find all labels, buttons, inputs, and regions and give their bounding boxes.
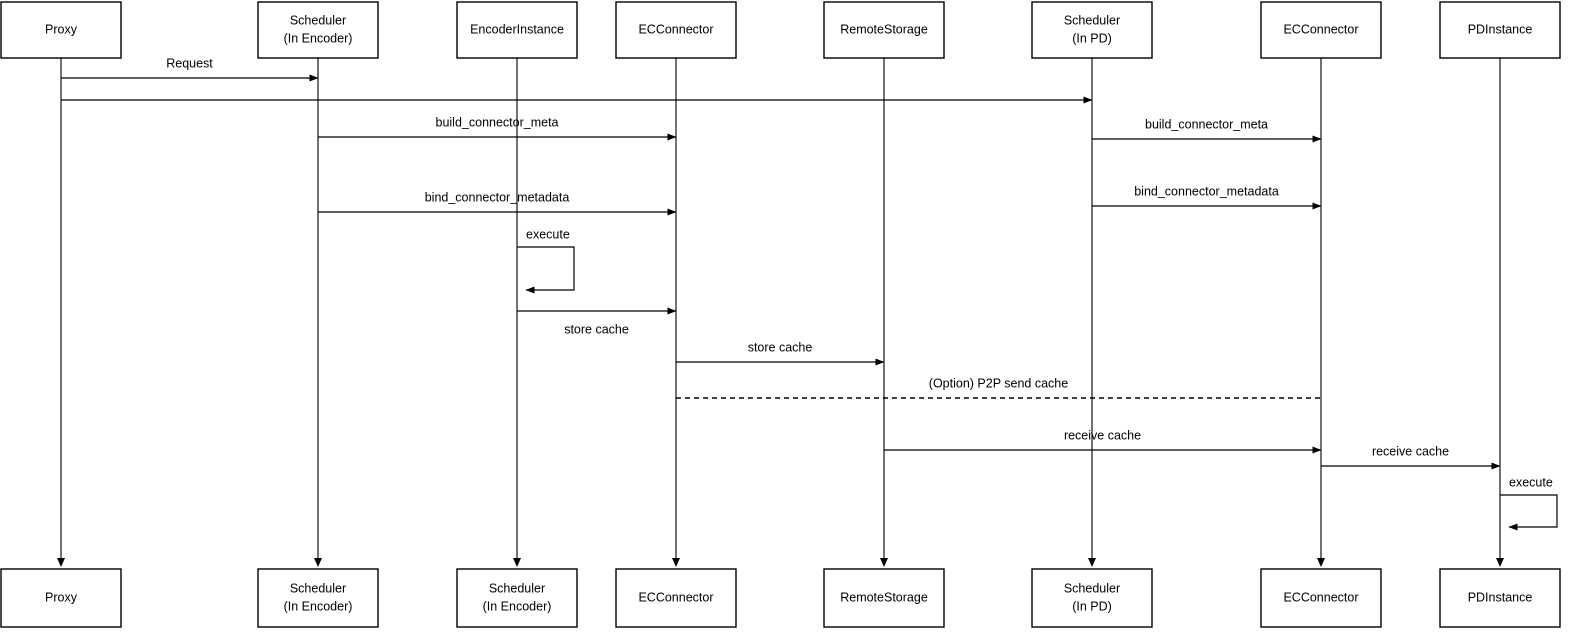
participant-subname-sched_pd: (In PD) <box>1072 31 1112 45</box>
message-label-m8: store cache <box>748 340 813 354</box>
message-m4: build_connector_meta <box>1092 117 1322 143</box>
message-m11: receive cache <box>1321 444 1501 470</box>
participant-box-bottom-pd_inst[interactable]: PDInstance <box>1439 568 1561 628</box>
self-message-path-s2 <box>1500 494 1558 531</box>
participant-name-encoder_inst: EncoderInstance <box>470 22 564 36</box>
self-message-s2: execute <box>1500 475 1558 531</box>
participant-box-top-proxy[interactable]: Proxy <box>0 1 122 59</box>
message-label-m6: bind_connector_metadata <box>1134 184 1279 198</box>
message-m7: store cache <box>517 307 677 336</box>
self-message-path-s1 <box>517 246 575 294</box>
message-label-m9: (Option) P2P send cache <box>929 376 1068 390</box>
message-m1: Request <box>61 56 319 82</box>
participant-box-top-remote[interactable]: RemoteStorage <box>823 1 945 59</box>
message-m9: (Option) P2P send cache <box>676 376 1321 399</box>
participant-name-ecc_pd: ECConnector <box>1283 590 1358 604</box>
self-messages-layer: execute execute <box>517 227 1558 531</box>
participant-subname-sched_enc: (In Encoder) <box>284 599 353 613</box>
participant-name-remote: RemoteStorage <box>840 590 928 604</box>
participant-name-sched_pd: Scheduler <box>1064 13 1120 27</box>
message-label-m11: receive cache <box>1372 444 1449 458</box>
message-m8: store cache <box>676 340 885 366</box>
participant-box-bottom-ecc_enc[interactable]: ECConnector <box>615 568 737 628</box>
participant-subname-sched_enc: (In Encoder) <box>284 31 353 45</box>
participant-name-sched_enc: Scheduler <box>290 13 346 27</box>
participant-box-bottom-remote[interactable]: RemoteStorage <box>823 568 945 628</box>
message-label-m1: Request <box>166 56 213 70</box>
participant-box-top-sched_enc[interactable]: Scheduler (In Encoder) <box>257 1 379 59</box>
participant-name-pd_inst: PDInstance <box>1468 22 1533 36</box>
message-label-m4: build_connector_meta <box>1145 117 1268 131</box>
participant-subname-encoder_inst: (In Encoder) <box>483 599 552 613</box>
lifelines-layer <box>57 58 1504 567</box>
participant-name-ecc_pd: ECConnector <box>1283 22 1358 36</box>
participant-box-bottom-ecc_pd[interactable]: ECConnector <box>1260 568 1382 628</box>
participant-subname-sched_pd: (In PD) <box>1072 599 1112 613</box>
participant-name-sched_pd: Scheduler <box>1064 581 1120 595</box>
participant-name-proxy: Proxy <box>45 22 78 36</box>
participant-name-encoder_inst: Scheduler <box>489 581 545 595</box>
self-message-label-s2: execute <box>1509 475 1553 489</box>
participant-box-top-sched_pd[interactable]: Scheduler (In PD) <box>1031 1 1153 59</box>
participant-box-top-ecc_pd[interactable]: ECConnector <box>1260 1 1382 59</box>
participant-name-ecc_enc: ECConnector <box>638 22 713 36</box>
message-m3: build_connector_meta <box>318 115 677 141</box>
participant-name-ecc_enc: ECConnector <box>638 590 713 604</box>
participant-name-pd_inst: PDInstance <box>1468 590 1533 604</box>
self-message-label-s1: execute <box>526 227 570 241</box>
message-label-m7: store cache <box>564 322 629 336</box>
message-label-m5: bind_connector_metadata <box>425 190 570 204</box>
participant-box-bottom-encoder_inst[interactable]: Scheduler (In Encoder) <box>456 568 578 628</box>
participant-box-bottom-sched_pd[interactable]: Scheduler (In PD) <box>1031 568 1153 628</box>
self-message-s1: execute <box>517 227 575 294</box>
messages-layer: Request build_connector_meta build_connect… <box>61 56 1501 470</box>
participant-box-bottom-sched_enc[interactable]: Scheduler (In Encoder) <box>257 568 379 628</box>
participant-name-remote: RemoteStorage <box>840 22 928 36</box>
participant-name-sched_enc: Scheduler <box>290 581 346 595</box>
message-label-m10: receive cache <box>1064 428 1141 442</box>
participant-box-top-pd_inst[interactable]: PDInstance <box>1439 1 1561 59</box>
message-m6: bind_connector_metadata <box>1092 184 1322 210</box>
message-m5: bind_connector_metadata <box>318 190 677 216</box>
message-m10: receive cache <box>884 428 1322 454</box>
participant-name-proxy: Proxy <box>45 590 78 604</box>
participant-box-bottom-proxy[interactable]: Proxy <box>0 568 122 628</box>
message-label-m3: build_connector_meta <box>436 115 559 129</box>
participant-box-top-encoder_inst[interactable]: EncoderInstance <box>456 1 578 59</box>
participant-box-top-ecc_enc[interactable]: ECConnector <box>615 1 737 59</box>
